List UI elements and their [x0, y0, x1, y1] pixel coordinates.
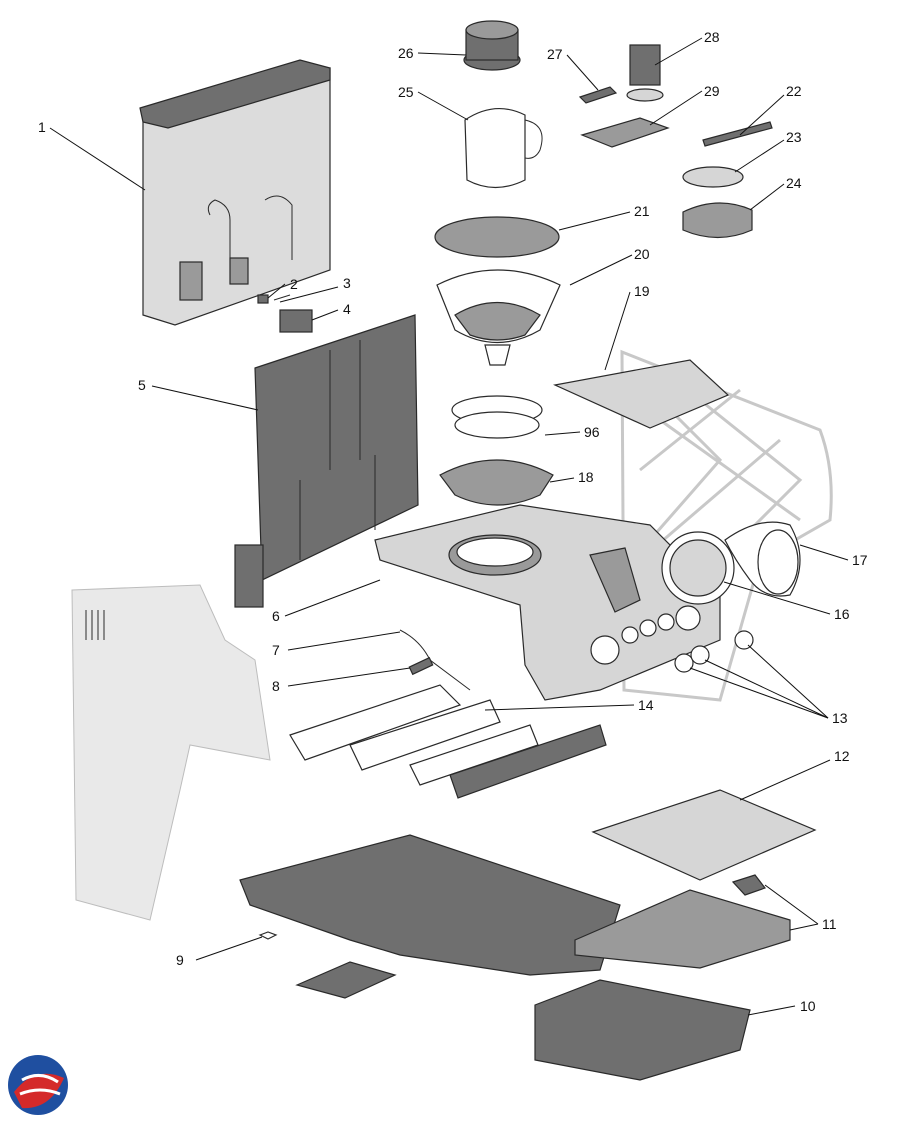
callout-7: 7 — [272, 642, 280, 658]
drip-tray-assembly — [534, 889, 791, 1081]
access-cover — [295, 961, 397, 999]
spring-clip — [273, 294, 291, 301]
connector — [408, 656, 434, 676]
bean-hopper-lid — [434, 216, 560, 258]
callout-22: 22 — [786, 83, 802, 99]
float-part — [257, 294, 269, 304]
callout-26: 26 — [398, 45, 414, 61]
callout-20: 20 — [634, 246, 650, 262]
gauge-bezel — [724, 521, 801, 597]
tamper-top — [463, 20, 521, 71]
callout-96: 96 — [584, 424, 600, 440]
callout-16: 16 — [834, 606, 850, 622]
callout-12: 12 — [834, 748, 850, 764]
callout-4: 4 — [343, 301, 351, 317]
base-frame — [239, 834, 621, 976]
grind-collar — [439, 459, 554, 506]
water-tank — [139, 59, 331, 326]
float-cover — [279, 309, 313, 333]
foot — [258, 931, 278, 940]
callout-21: 21 — [634, 203, 650, 219]
tray-clip — [731, 874, 766, 896]
callout-10: 10 — [800, 998, 816, 1014]
callout-25: 25 — [398, 84, 414, 100]
filter-holder — [682, 202, 753, 239]
callout-9: 9 — [176, 952, 184, 968]
filter-disc — [682, 166, 744, 188]
callout-5: 5 — [138, 377, 146, 393]
tamper-mat — [580, 117, 670, 148]
bean-hopper — [436, 269, 561, 366]
milk-jug — [464, 107, 543, 189]
callout-28: 28 — [704, 29, 720, 45]
callout-18: 18 — [578, 469, 594, 485]
callout-29: 29 — [704, 83, 720, 99]
callout-19: 19 — [634, 283, 650, 299]
dosing-tool — [578, 86, 618, 104]
callout-23: 23 — [786, 129, 802, 145]
cup-tray — [553, 359, 730, 429]
callout-labels: 1 2 3 4 5 6 7 8 9 10 11 12 13 14 16 — [38, 29, 868, 1016]
control-board-assembly — [289, 684, 607, 799]
callout-11: 11 — [822, 916, 837, 932]
brand-logo — [8, 1055, 68, 1115]
side-panel — [71, 584, 271, 921]
burr-ring — [451, 395, 543, 439]
tamper — [626, 44, 664, 102]
callout-6: 6 — [272, 608, 280, 624]
callout-13: 13 — [832, 710, 848, 726]
callout-8: 8 — [272, 678, 280, 694]
control-knobs — [674, 630, 754, 673]
callout-17: 17 — [852, 552, 868, 568]
callout-2: 2 — [290, 276, 298, 292]
top-cover — [374, 504, 735, 701]
callout-3: 3 — [343, 275, 351, 291]
wire-harness — [399, 629, 471, 691]
drip-tray-grate — [591, 789, 817, 881]
back-panel — [234, 314, 419, 608]
callout-14: 14 — [638, 697, 654, 713]
callout-27: 27 — [547, 46, 563, 62]
callout-1: 1 — [38, 119, 46, 135]
cleaning-brush — [702, 121, 773, 147]
callout-24: 24 — [786, 175, 802, 191]
